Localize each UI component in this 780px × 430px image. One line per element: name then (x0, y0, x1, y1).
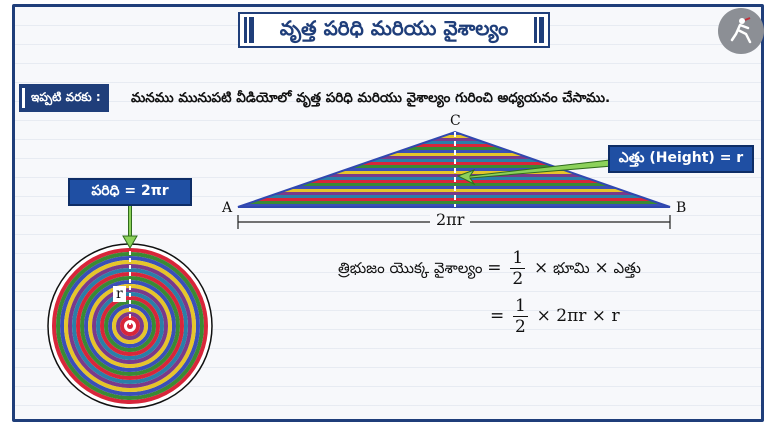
height-label: ఎత్తు (Height) = r (608, 145, 754, 173)
vertex-a-label: A (222, 200, 233, 216)
formula-line2-rest: × 2πr × r (536, 306, 620, 326)
channel-logo-icon (718, 8, 764, 54)
title-text: వృత్త పరిధి మరియు వైశాల్యం (279, 15, 509, 40)
fraction-half-2: 1 2 (513, 296, 528, 337)
so-far-label: ఇప్పటి వరకు : (31, 89, 101, 104)
formula-height-word: ఎత్తు (613, 259, 641, 277)
vertex-c-label: C (450, 113, 461, 129)
circumference-arrow (122, 235, 138, 249)
title-bars-left (244, 17, 254, 43)
height-arrow (456, 159, 613, 186)
formula-lhs: త్రిభుజం యొక్క వైశాల్యం (338, 259, 483, 277)
formula-equals: = (487, 258, 502, 278)
fraction-half: 1 2 (510, 248, 526, 289)
area-formula-line2: = 1 2 × 2πr × r (490, 296, 620, 337)
area-formula-line1: త్రిభుజం యొక్క వైశాల్యం = 1 2 × భూమి × ఎ… (338, 248, 641, 289)
so-far-badge: ఇప్పటి వరకు : (19, 84, 109, 112)
radius-label: r (113, 286, 126, 302)
title-bars-right (534, 17, 544, 43)
so-far-text: మనము మునుపటి వీడియోలో వృత్త పరిధి మరియు … (131, 90, 611, 106)
circumference-label: పరిధి = 2πr (68, 178, 192, 206)
formula-base-word: భూమి (552, 259, 590, 277)
base-label: 2πr (430, 210, 471, 229)
slide-title: వృత్త పరిధి మరియు వైశాల్యం (238, 12, 550, 48)
vertex-b-label: B (676, 200, 687, 216)
